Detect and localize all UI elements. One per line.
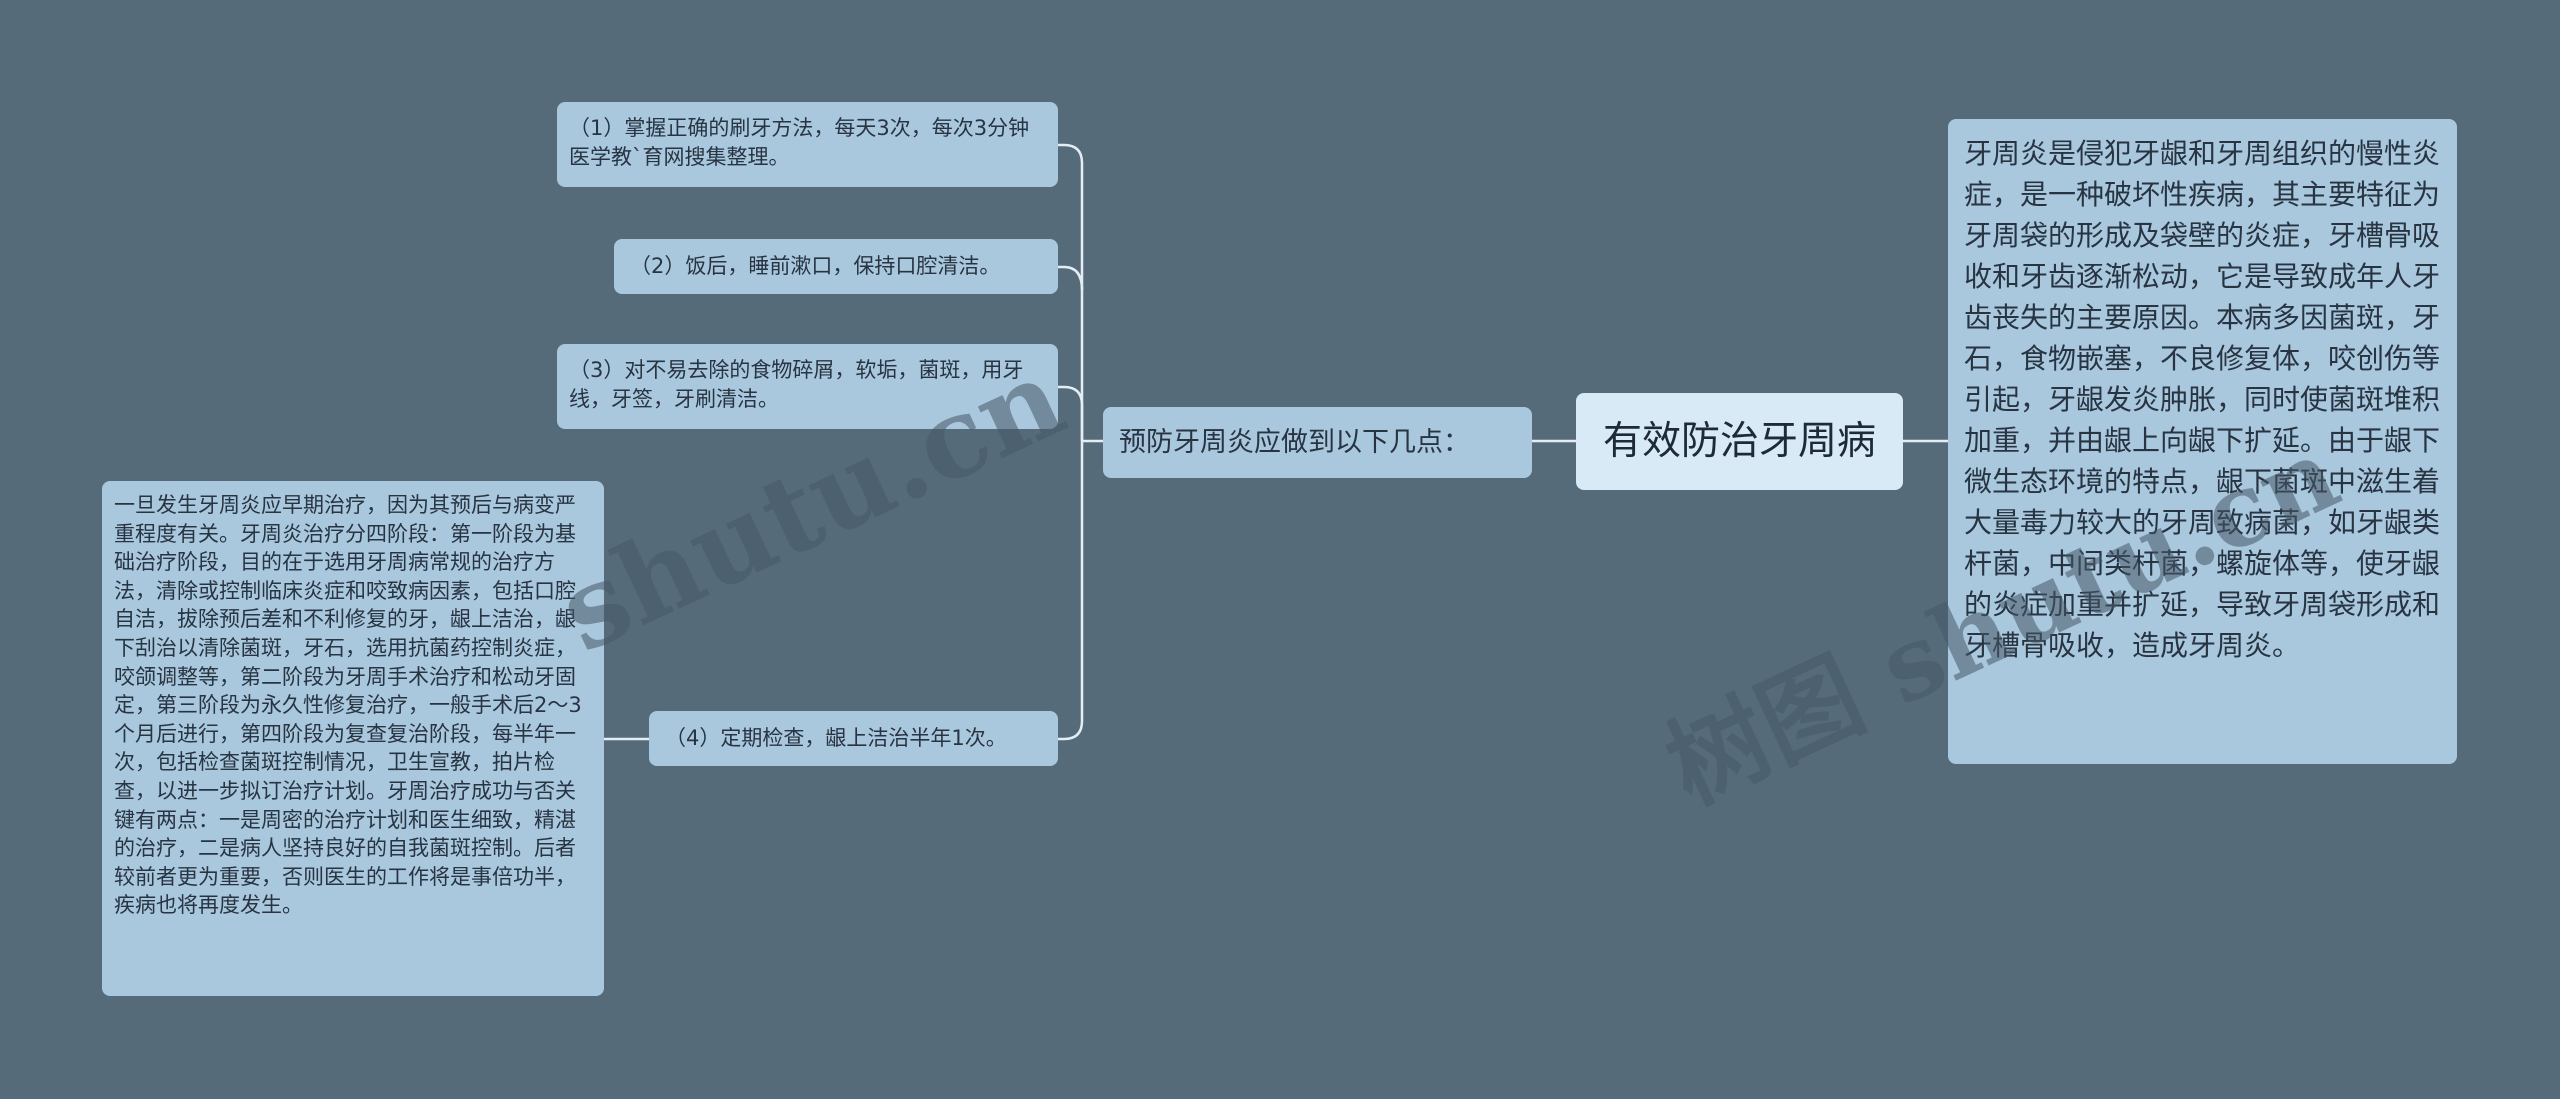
root-topic[interactable]: 有效防治牙周病 — [1576, 393, 1903, 490]
leaf-rinsing[interactable]: （2）饭后，睡前漱口，保持口腔清洁。 — [614, 239, 1058, 294]
branch-prevention[interactable]: 预防牙周炎应做到以下几点： — [1103, 407, 1532, 478]
link-leaf3 — [1058, 385, 1084, 441]
link-leaf1 — [1058, 143, 1084, 441]
link-leaf2 — [1058, 265, 1084, 291]
link-leaf4 — [1058, 441, 1084, 741]
leaf-flossing[interactable]: （3）对不易去除的食物碎屑，软垢，菌斑，用牙线，牙签，牙刷清洁。 — [557, 344, 1058, 429]
detail-treatment[interactable]: 一旦发生牙周炎应早期治疗，因为其预后与病变严重程度有关。牙周炎治疗分四阶段：第一… — [102, 481, 604, 996]
leaf-checkup[interactable]: （4）定期检查，龈上洁治半年1次。 — [649, 711, 1058, 766]
root-description-node[interactable]: 牙周炎是侵犯牙龈和牙周组织的慢性炎症，是一种破坏性疾病，其主要特征为牙周袋的形成… — [1948, 119, 2457, 764]
leaf-brushing[interactable]: （1）掌握正确的刷牙方法，每天3次，每次3分钟医学教`育网搜集整理。 — [557, 102, 1058, 187]
